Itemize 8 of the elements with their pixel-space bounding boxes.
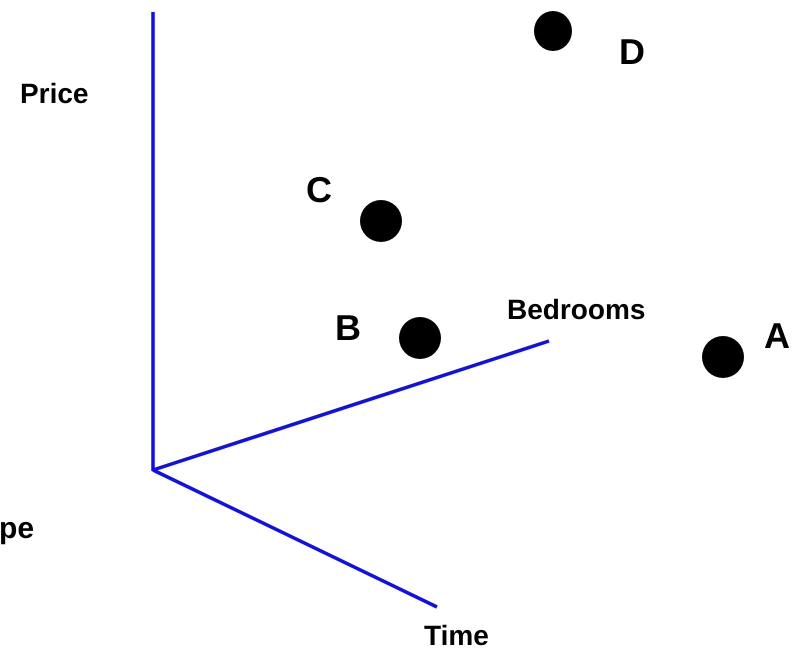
axis-label: Bedrooms: [507, 296, 646, 324]
axis-label: pe: [0, 514, 34, 544]
axis-label: Price: [20, 80, 88, 108]
point-label: B: [335, 310, 361, 346]
point-label: D: [619, 34, 645, 70]
axis-label: Time: [424, 622, 489, 650]
point-label: A: [764, 318, 790, 354]
point-label: C: [306, 172, 332, 208]
